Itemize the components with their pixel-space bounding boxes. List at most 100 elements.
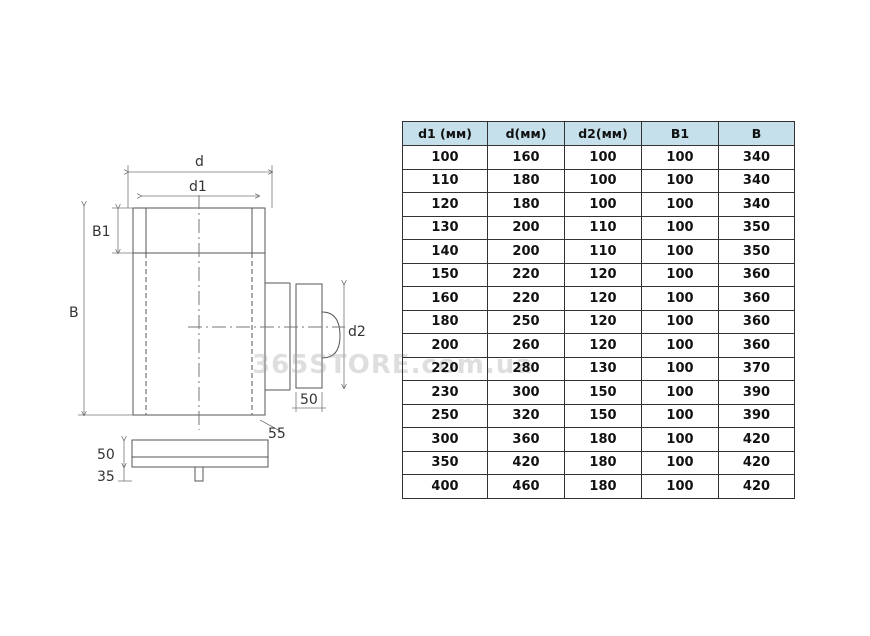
header-d2: d2(мм)	[564, 121, 642, 146]
table-cell: 390	[718, 380, 795, 405]
table-cell: 160	[402, 286, 488, 311]
table-cell: 100	[641, 286, 719, 311]
header-d1: d1 (мм)	[402, 121, 488, 146]
dim-label-35: 35	[97, 469, 115, 485]
main-pipe-body	[132, 207, 266, 416]
table-cell: 100	[641, 239, 719, 264]
table-cell: 180	[564, 450, 642, 475]
table-cell: 180	[487, 168, 565, 193]
table-cell: 180	[564, 474, 642, 499]
table-cell: 360	[487, 427, 565, 452]
table-cell: 200	[487, 239, 565, 264]
table-cell: 280	[487, 356, 565, 381]
table-cell: 420	[487, 450, 565, 475]
side-branch	[265, 282, 341, 391]
header-d: d(мм)	[487, 121, 565, 146]
dim-label-b: B	[69, 305, 79, 321]
table-cell: 420	[718, 427, 795, 452]
table-cell: 110	[564, 215, 642, 240]
header-b1: B1	[641, 121, 719, 146]
table-cell: 100	[641, 333, 719, 358]
table-cell: 100	[402, 145, 488, 170]
table-cell: 130	[564, 356, 642, 381]
table-cell: 100	[641, 450, 719, 475]
table-cell: 100	[641, 427, 719, 452]
dim-label-d2: d2	[348, 324, 366, 340]
table-cell: 140	[402, 239, 488, 264]
dim-label-50-side: 50	[300, 392, 318, 408]
table-cell: 130	[402, 215, 488, 240]
table-cell: 400	[402, 474, 488, 499]
table-cell: 230	[402, 380, 488, 405]
table-cell: 220	[487, 262, 565, 287]
table-cell: 180	[487, 192, 565, 217]
table-cell: 100	[641, 145, 719, 170]
tee-technical-drawing: d d1 B1 B d2 50 55 50 35	[69, 154, 366, 485]
header-b: B	[718, 121, 795, 146]
table-cell: 100	[641, 309, 719, 334]
table-cell: 100	[641, 262, 719, 287]
table-cell: 120	[564, 309, 642, 334]
table-cell: 100	[564, 192, 642, 217]
dim-label-d: d	[195, 154, 204, 170]
table-cell: 120	[564, 262, 642, 287]
table-cell: 370	[718, 356, 795, 381]
table-cell: 360	[718, 286, 795, 311]
table-cell: 200	[487, 215, 565, 240]
table-cell: 120	[564, 286, 642, 311]
table-cell: 340	[718, 145, 795, 170]
table-header-row: d1 (мм) d(мм) d2(мм) B1 B	[402, 121, 795, 146]
table-cell: 150	[402, 262, 488, 287]
table-cell: 100	[641, 474, 719, 499]
table-cell: 150	[564, 380, 642, 405]
table-cell: 300	[487, 380, 565, 405]
table-cell: 350	[718, 239, 795, 264]
table-cell: 360	[718, 309, 795, 334]
table-cell: 420	[718, 450, 795, 475]
dimension-lines	[78, 165, 344, 482]
table-cell: 200	[402, 333, 488, 358]
dim-label-b1: B1	[92, 224, 111, 240]
table-cell: 100	[641, 403, 719, 428]
table-cell: 300	[402, 427, 488, 452]
dim-label-50-cap: 50	[97, 447, 115, 463]
table-cell: 340	[718, 168, 795, 193]
table-cell: 120	[564, 333, 642, 358]
table-cell: 100	[564, 145, 642, 170]
table-cell: 390	[718, 403, 795, 428]
table-cell: 250	[402, 403, 488, 428]
table-cell: 360	[718, 262, 795, 287]
table-cell: 100	[641, 215, 719, 240]
table-cell: 110	[402, 168, 488, 193]
table-cell: 220	[402, 356, 488, 381]
table-cell: 100	[641, 192, 719, 217]
table-cell: 250	[487, 309, 565, 334]
table-cell: 180	[564, 427, 642, 452]
table-cell: 100	[641, 380, 719, 405]
table-cell: 320	[487, 403, 565, 428]
table-cell: 180	[402, 309, 488, 334]
bottom-cap	[131, 439, 269, 482]
table-cell: 220	[487, 286, 565, 311]
table-cell: 460	[487, 474, 565, 499]
table-cell: 100	[564, 168, 642, 193]
table-cell: 100	[641, 356, 719, 381]
table-cell: 120	[402, 192, 488, 217]
dim-label-55: 55	[268, 426, 286, 442]
